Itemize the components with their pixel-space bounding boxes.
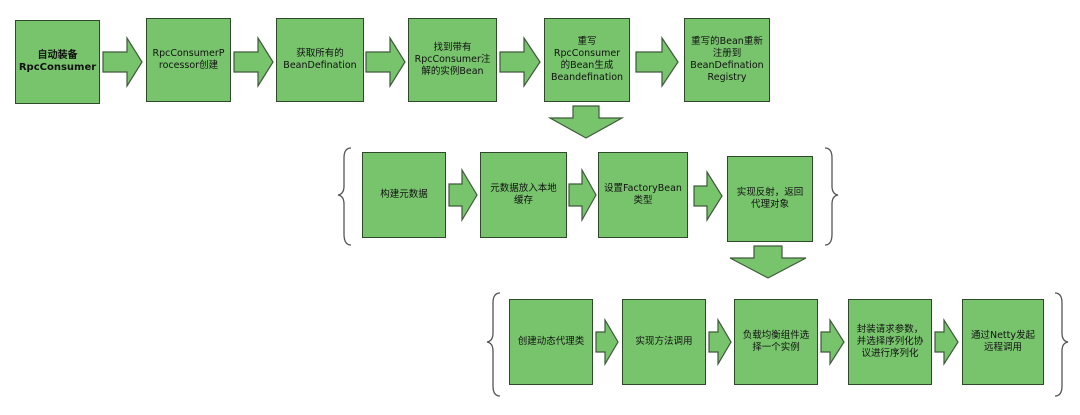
right-brace — [1054, 292, 1069, 397]
arrow-right — [499, 36, 541, 88]
left-brace — [337, 147, 352, 246]
step-get-bean-definitions: 获取所有的 BeanDefination — [276, 18, 364, 102]
step-register-bean-definition: 重写的Bean重新 注册到 BeanDefination Registry — [684, 18, 770, 102]
arrow-right — [102, 35, 143, 89]
arrow-right — [635, 36, 679, 88]
step-create-dynamic-proxy: 创建动态代理类 — [509, 299, 593, 385]
step-netty-remote-call: 通过Netty发起 远程调用 — [962, 299, 1044, 385]
arrow-right — [820, 317, 845, 367]
arrow-down — [729, 245, 807, 279]
arrow-right — [365, 35, 406, 89]
arrow-right — [233, 35, 274, 89]
left-brace — [486, 292, 501, 397]
step-load-balance-select: 负载均衡组件选 择一个实例 — [734, 299, 818, 385]
right-brace — [824, 147, 839, 246]
arrow-right — [693, 169, 723, 223]
step-find-annotated-beans: 找到带有 RpcConsumer注 解的实例Bean — [408, 18, 497, 102]
step-set-factorybean-type: 设置FactoryBean 类型 — [598, 152, 688, 238]
step-method-invocation: 实现方法调用 — [622, 299, 706, 385]
arrow-right — [595, 317, 619, 367]
arrow-right — [448, 167, 478, 223]
step-auto-assemble-rpcconsumer: 自动装备 RpcConsumer — [15, 20, 100, 104]
arrow-right — [708, 317, 732, 367]
step-processor-create: RpcConsumerP rocessor创建 — [146, 18, 231, 102]
arrow-right — [568, 167, 597, 223]
step-serialize-request: 封装请求参数， 并选择序列化协 议进行序列化 — [848, 299, 932, 385]
step-cache-metadata: 元数据放入本地 缓存 — [480, 152, 567, 238]
arrow-down — [547, 105, 625, 139]
step-build-metadata: 构建元数据 — [362, 152, 446, 238]
arrow-right — [934, 317, 959, 367]
step-reflection-proxy: 实现反射，返回 代理对象 — [727, 156, 813, 242]
step-rewrite-bean-definition: 重写 RpcConsumer 的Bean生成 Beandefination — [544, 18, 630, 102]
